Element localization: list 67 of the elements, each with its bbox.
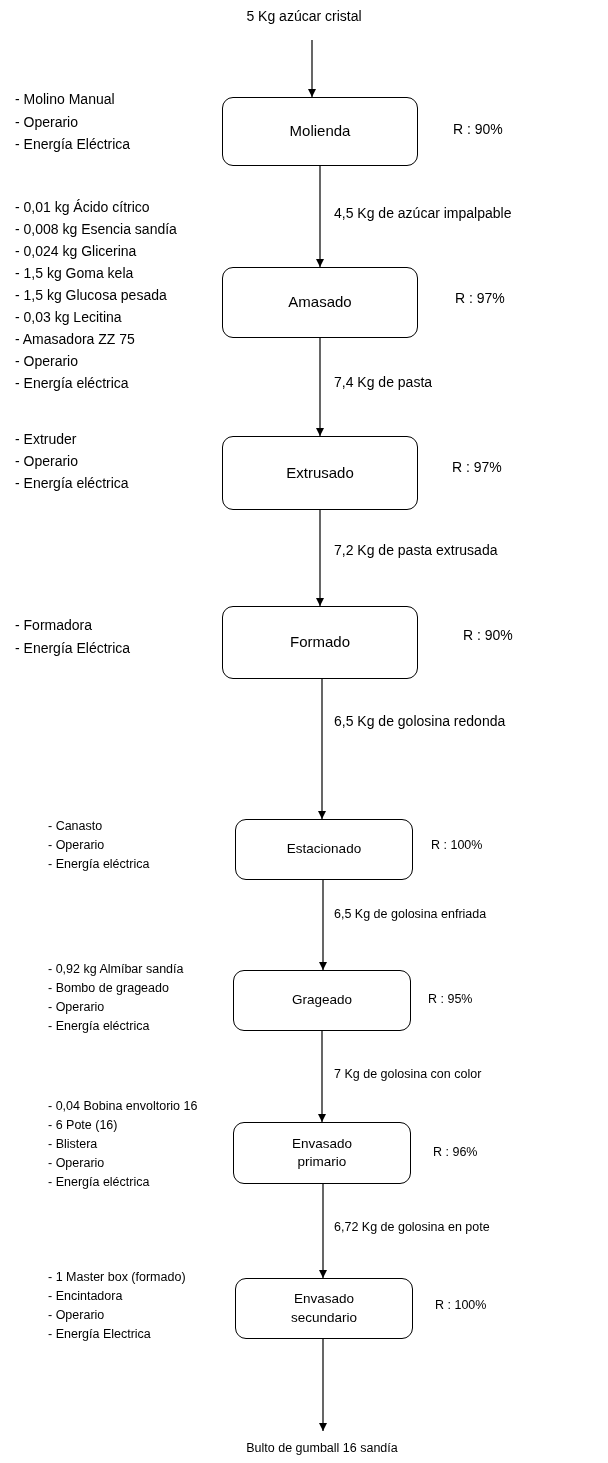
input-item: - Operario xyxy=(15,113,79,130)
edge-label: 7,2 Kg de pasta extrusada xyxy=(334,542,498,558)
arrow xyxy=(318,1030,326,1123)
process-box: Formado xyxy=(222,606,418,679)
flow-text: Bulto de gumball 16 sandía xyxy=(222,1441,422,1455)
process-box: Extrusado xyxy=(222,436,418,510)
input-item: - Bombo de grageado xyxy=(48,981,169,995)
process-box: Amasado xyxy=(222,267,418,338)
input-item: - 0,04 Bobina envoltorio 16 xyxy=(48,1099,198,1113)
input-item: - 0,008 kg Esencia sandía xyxy=(15,221,177,237)
arrow xyxy=(319,879,327,971)
edge-label: 6,5 Kg de golosina redonda xyxy=(334,713,506,729)
yield-label: R : 95% xyxy=(428,992,473,1006)
input-item: - Formadora xyxy=(15,617,93,633)
yield-label: R : 97% xyxy=(455,290,505,306)
arrow xyxy=(319,1338,327,1432)
input-item: - Energía eléctrica xyxy=(48,857,150,871)
input-item: - Operario xyxy=(15,453,79,469)
input-item: - Extruder xyxy=(15,431,77,447)
input-item: - 1,5 kg Goma kela xyxy=(15,265,134,281)
edge-label: 6,5 Kg de golosina enfriada xyxy=(334,907,487,921)
edge-label: 4,5 Kg de azúcar impalpable xyxy=(334,205,512,221)
input-item: - Operario xyxy=(48,1308,105,1322)
yield-label: R : 100% xyxy=(435,1298,487,1312)
process-box: Estacionado xyxy=(235,819,413,880)
input-item: - Energía Eléctrica xyxy=(15,136,131,152)
arrow xyxy=(319,1183,327,1279)
input-item: - 1,5 kg Glucosa pesada xyxy=(15,287,167,303)
process-box: Grageado xyxy=(233,970,411,1031)
input-item: - 0,01 kg Ácido cítrico xyxy=(15,199,150,215)
yield-label: R : 96% xyxy=(433,1145,478,1159)
input-item: - Energía Eléctrica xyxy=(15,640,131,656)
edge-label: 7,4 Kg de pasta xyxy=(334,374,433,390)
input-item: - Amasadora ZZ 75 xyxy=(15,331,135,347)
yield-label: R : 90% xyxy=(463,627,513,643)
arrow xyxy=(318,678,326,820)
flow-text: 5 Kg azúcar cristal xyxy=(234,8,374,24)
process-box: Molienda xyxy=(222,97,418,166)
input-item: - 0,92 kg Almíbar sandía xyxy=(48,962,184,976)
arrow xyxy=(316,509,324,607)
arrow xyxy=(308,39,316,98)
input-item: - Blistera xyxy=(48,1137,98,1151)
input-item: - 0,03 kg Lecitina xyxy=(15,309,122,325)
input-item: - Molino Manual xyxy=(15,91,115,107)
input-item: - Energía Electrica xyxy=(48,1327,151,1341)
yield-label: R : 100% xyxy=(431,838,483,852)
input-item: - Encintadora xyxy=(48,1289,123,1303)
input-item: - Operario xyxy=(48,1156,105,1170)
input-item: - Canasto xyxy=(48,819,103,833)
input-item: - Energía eléctrica xyxy=(48,1019,150,1033)
input-item: - 6 Pote (16) xyxy=(48,1118,118,1132)
input-item: - Operario xyxy=(48,1000,105,1014)
yield-label: R : 97% xyxy=(452,459,502,475)
input-item: - 1 Master box (formado) xyxy=(48,1270,186,1284)
arrow xyxy=(316,165,324,268)
input-item: - Operario xyxy=(48,838,105,852)
process-box: Envasado primario xyxy=(233,1122,411,1184)
yield-label: R : 90% xyxy=(453,121,503,137)
edge-label: 7 Kg de golosina con color xyxy=(334,1067,482,1081)
edge-label: 6,72 Kg de golosina en pote xyxy=(334,1220,490,1234)
input-item: - Energía eléctrica xyxy=(15,375,129,391)
arrow xyxy=(316,337,324,437)
input-item: - 0,024 kg Glicerina xyxy=(15,243,137,259)
process-box: Envasado secundario xyxy=(235,1278,413,1339)
input-item: - Energía eléctrica xyxy=(15,475,129,491)
input-item: - Energía eléctrica xyxy=(48,1175,150,1189)
input-item: - Operario xyxy=(15,353,79,369)
